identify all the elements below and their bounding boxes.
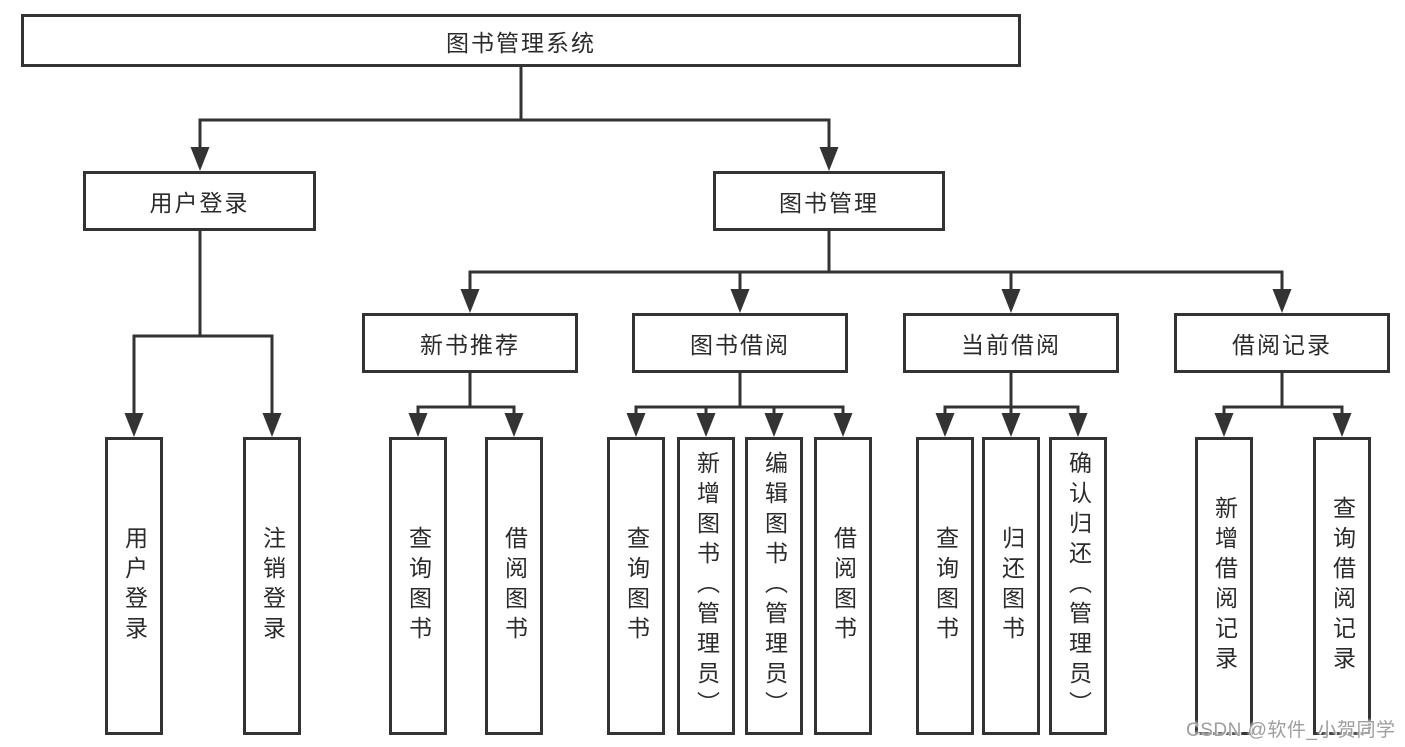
node-root-label: 图书管理系统 [446,29,596,56]
node-current-borrow-label: 当前借阅 [961,332,1061,358]
leaf-current-return-book-label: 归还图书 [998,526,1025,646]
leaf-borrow-edit-book-admin-label: 编辑图书（管理员） [761,451,788,721]
leaf-newrec-borrow-book-label: 借阅图书 [501,526,528,646]
leaf-borrow-borrow-book: 借阅图书 [814,437,872,735]
node-root: 图书管理系统 [21,14,1021,67]
leaf-logout: 注销登录 [243,437,301,735]
node-user-login-label: 用户登录 [149,190,250,216]
node-current-borrow: 当前借阅 [903,313,1119,373]
leaf-current-return-book: 归还图书 [982,437,1040,735]
node-new-book-recommend-label: 新书推荐 [420,332,520,358]
leaf-borrow-add-book-admin-label: 新增图书（管理员） [693,451,720,721]
node-book-borrow: 图书借阅 [632,313,848,373]
leaf-user-login-label: 用户登录 [121,526,148,646]
leaf-user-login: 用户登录 [105,437,163,735]
node-book-management: 图书管理 [713,171,945,231]
leaf-borrow-query-book: 查询图书 [607,437,665,735]
leaf-current-query-book: 查询图书 [916,437,974,735]
node-new-book-recommend: 新书推荐 [362,313,578,373]
node-user-login: 用户登录 [83,171,316,231]
leaf-record-query-record: 查询借阅记录 [1313,437,1371,735]
leaf-borrow-borrow-book-label: 借阅图书 [830,526,857,646]
leaf-borrow-add-book-admin: 新增图书（管理员） [677,437,735,735]
watermark: CSDN @软件_小贺同学 [1186,720,1396,741]
leaf-borrow-edit-book-admin: 编辑图书（管理员） [745,437,803,735]
leaf-record-add-record-label: 新增借阅记录 [1211,496,1238,676]
node-borrow-record: 借阅记录 [1174,313,1390,373]
leaf-newrec-borrow-book: 借阅图书 [485,437,543,735]
node-book-management-label: 图书管理 [779,190,879,216]
leaf-logout-label: 注销登录 [259,526,286,646]
leaf-current-confirm-return-admin: 确认归还（管理员） [1049,437,1107,735]
node-borrow-record-label: 借阅记录 [1232,332,1332,358]
leaf-borrow-query-book-label: 查询图书 [623,526,650,646]
leaf-current-query-book-label: 查询图书 [932,526,959,646]
node-book-borrow-label: 图书借阅 [690,332,790,358]
leaf-record-add-record: 新增借阅记录 [1195,437,1253,735]
leaf-current-confirm-return-admin-label: 确认归还（管理员） [1065,451,1092,721]
leaf-newrec-query-book: 查询图书 [389,437,447,735]
leaf-record-query-record-label: 查询借阅记录 [1329,496,1356,676]
leaf-newrec-query-book-label: 查询图书 [405,526,432,646]
